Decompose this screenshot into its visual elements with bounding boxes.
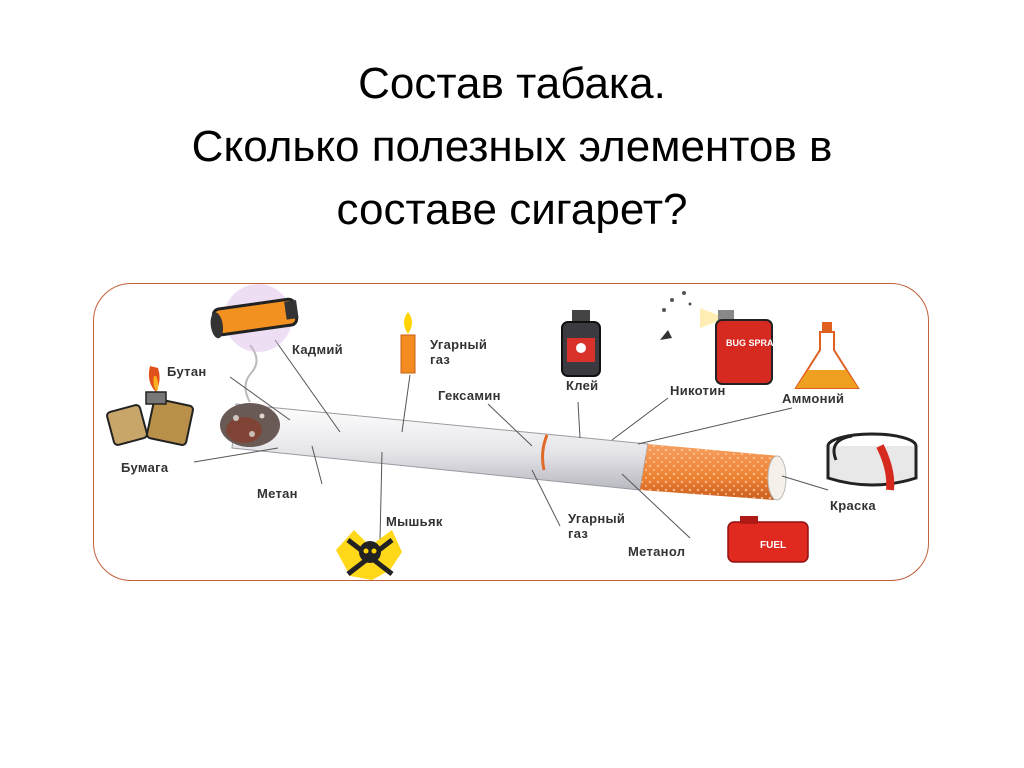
label-carbon-monoxide-bottom-1: Угарный	[568, 511, 625, 526]
label-hexamine: Гексамин	[438, 388, 501, 403]
spray-can-label: BUG SPRAY	[726, 338, 779, 348]
label-glue: Клей	[566, 378, 598, 393]
leader-cadmium	[274, 339, 341, 433]
leader-methanol	[621, 473, 691, 539]
slide-title: Состав табака. Сколько полезных элементо…	[0, 52, 1024, 241]
battery-icon	[210, 284, 299, 352]
label-nicotine: Никотин	[670, 383, 726, 398]
cigarette-filter-texture	[640, 444, 780, 500]
label-cadmium: Кадмий	[292, 342, 343, 357]
label-paint: Краска	[830, 498, 876, 513]
skull-crossbones-icon	[336, 530, 402, 580]
leader-arsenic	[379, 451, 383, 541]
leader-glue	[577, 401, 581, 439]
ash-speck	[249, 431, 255, 437]
leader-methane	[311, 445, 323, 485]
filter-end	[767, 455, 787, 501]
leader-nicotine	[611, 397, 669, 441]
leader-butane	[229, 376, 291, 421]
leader-co-bottom	[531, 469, 561, 527]
leader-paper	[193, 447, 279, 463]
title-line-2: Сколько полезных элементов в	[191, 122, 833, 171]
paint-can-icon	[826, 432, 918, 491]
filter-band	[541, 434, 549, 471]
title-line-3: составе сигарет?	[336, 185, 688, 234]
glue-bottle-icon	[561, 310, 601, 377]
cigarette-paper	[231, 403, 649, 491]
label-methane: Метан	[257, 486, 298, 501]
label-paper: Бумага	[121, 460, 169, 475]
candle-icon	[400, 312, 416, 374]
leader-paint	[781, 475, 829, 491]
leader-hexamine	[487, 403, 533, 447]
component-labels: Бутан Кадмий Угарный газ Клей Гексамин Н…	[121, 337, 876, 559]
ash-speck	[259, 413, 265, 419]
label-carbon-monoxide-bottom-2: газ	[568, 526, 588, 541]
label-carbon-monoxide-top-1: Угарный	[430, 337, 487, 352]
fuel-can-icon: FUEL	[727, 516, 809, 563]
flask-icon	[794, 322, 860, 389]
leader-ammonia	[637, 407, 793, 445]
smoke	[244, 344, 258, 403]
skull-mark	[576, 343, 586, 353]
label-butane: Бутан	[167, 364, 207, 379]
label-methanol: Метанол	[628, 544, 685, 559]
label-carbon-monoxide-top-2: газ	[430, 352, 450, 367]
cigarette	[220, 344, 787, 501]
ash-speck	[233, 415, 239, 421]
leader-co-top	[401, 374, 411, 433]
label-ammonia: Аммоний	[782, 391, 844, 406]
leader-lines	[193, 339, 829, 541]
lighter-icon	[106, 366, 194, 446]
label-arsenic: Мышьяк	[386, 514, 443, 529]
spray-can-icon: BUG SPRAY	[660, 291, 779, 385]
fuel-can-label: FUEL	[760, 540, 786, 551]
title-line-1: Состав табака.	[358, 59, 666, 108]
ash-ember	[226, 417, 262, 443]
